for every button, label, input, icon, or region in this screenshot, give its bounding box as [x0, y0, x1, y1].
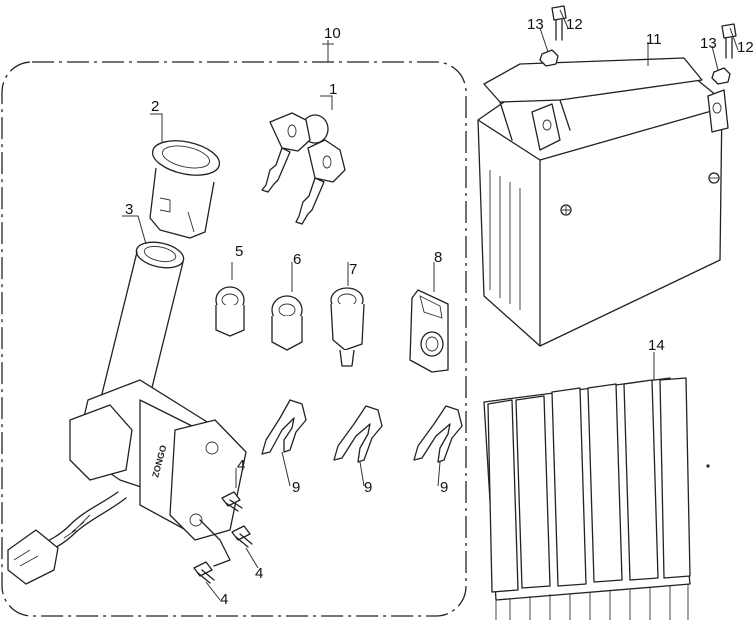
callout-12-right: 12 — [737, 39, 754, 56]
latch-bracket-part — [409, 289, 449, 373]
callout-13-right: 13 — [700, 35, 717, 52]
callout-13-left: 13 — [527, 16, 544, 33]
lock-cylinder-part-5 — [215, 286, 245, 337]
retaining-clip-part-b — [333, 405, 383, 463]
callout-2: 2 — [151, 98, 160, 115]
callout-12-left: 12 — [566, 16, 583, 33]
callout-9-right: 9 — [440, 479, 449, 496]
callout-7: 7 — [349, 261, 358, 278]
callout-14: 14 — [648, 337, 665, 354]
retaining-clip-part-a — [261, 399, 307, 455]
terminal-nut-part-right — [711, 67, 731, 85]
terminal-bolt-part-right — [721, 23, 737, 59]
battery-part — [477, 57, 729, 347]
callout-4-bottom: 4 — [220, 591, 229, 608]
bolt-part-c — [193, 561, 215, 584]
bolt-part-b — [231, 525, 253, 548]
callout-11: 11 — [646, 31, 662, 48]
lock-cover-sleeve-part — [149, 140, 221, 239]
callout-10: 10 — [324, 25, 341, 42]
stray-dot — [706, 464, 710, 468]
lock-set-group-frame — [1, 61, 467, 617]
lock-cylinder-part-7 — [330, 287, 365, 367]
callout-6: 6 — [293, 251, 302, 268]
callout-3: 3 — [125, 201, 134, 218]
callout-4-top: 4 — [237, 457, 246, 474]
terminal-bolt-part-left — [551, 5, 567, 41]
callout-4-middle: 4 — [255, 565, 264, 582]
battery-sheet-part — [483, 377, 691, 620]
terminal-nut-part-left — [539, 49, 559, 67]
key-pair-part — [261, 112, 346, 225]
callout-1: 1 — [329, 81, 338, 98]
callout-leaders — [122, 9, 739, 601]
callout-9-left: 9 — [292, 479, 301, 496]
callout-9-middle: 9 — [364, 479, 373, 496]
retaining-clip-part-c — [413, 405, 463, 463]
ignition-switch-part: ZONGO — [7, 241, 247, 585]
callout-5: 5 — [235, 243, 244, 260]
bolt-part-a — [221, 491, 243, 512]
callout-8: 8 — [434, 249, 443, 266]
lock-cylinder-part-6 — [271, 295, 303, 351]
